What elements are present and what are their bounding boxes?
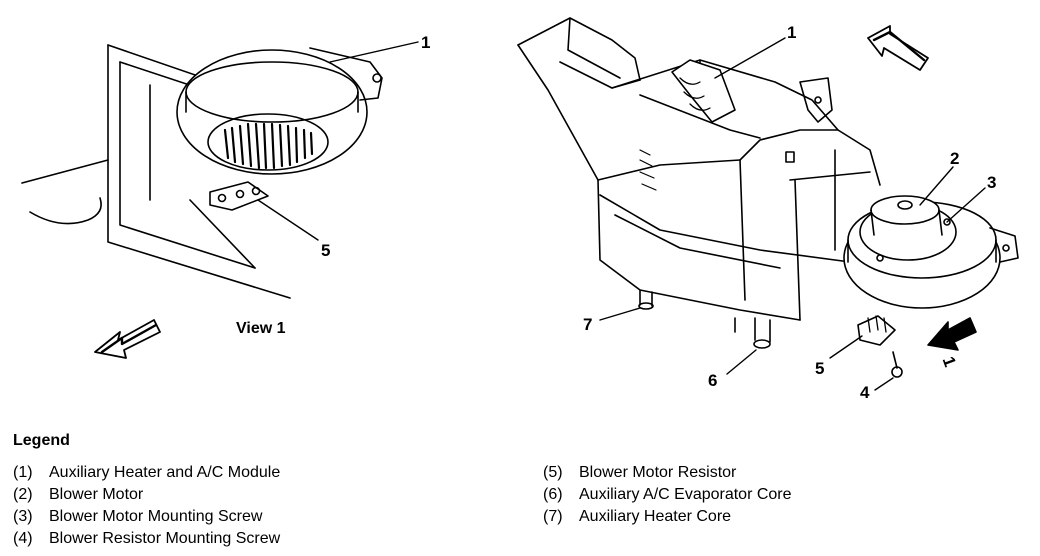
module-illustration (517, 17, 1019, 391)
direction-arrow-left (94, 319, 161, 359)
callout-right-3: 3 (987, 173, 996, 192)
legend-item: (1) Auxiliary Heater and A/C Module (13, 462, 280, 484)
legend-item-text: Auxiliary Heater and A/C Module (49, 464, 281, 481)
legend-item-number: (4) (13, 530, 33, 547)
legend-item-number: (2) (13, 486, 33, 503)
legend-item-text: Auxiliary A/C Evaporator Core (579, 486, 792, 503)
legend-item: (4) Blower Resistor Mounting Screw (13, 528, 280, 550)
legend-title: Legend (13, 432, 70, 449)
callout-left-1: 1 (421, 33, 430, 52)
callout-right-4: 4 (860, 383, 870, 402)
legend-item-text: Auxiliary Heater Core (579, 508, 732, 525)
legend-item: (3) Blower Motor Mounting Screw (13, 506, 280, 528)
blower-assembly-diagram: 1 5 View 1 1 2 3 4 5 6 7 1 (21, 17, 1019, 402)
legend-item: (7) Auxiliary Heater Core (543, 506, 792, 528)
callout-right-2: 2 (950, 149, 959, 168)
callout-right-6: 6 (708, 371, 717, 390)
legend-item: (2) Blower Motor (13, 484, 280, 506)
view1-illustration (21, 41, 419, 359)
callout-right-5: 5 (815, 359, 824, 378)
legend-item-number: (7) (543, 508, 563, 525)
legend: Legend (1) Auxiliary Heater and A/C Modul… (13, 432, 1033, 552)
view-label: View 1 (236, 320, 286, 337)
legend-item-number: (1) (13, 464, 33, 481)
legend-column-right: (5) Blower Motor Resistor (6) Auxiliary A/… (543, 462, 792, 528)
callout-right-7: 7 (583, 315, 592, 334)
legend-item-text: Blower Motor Mounting Screw (49, 508, 263, 525)
view-arrow (927, 317, 977, 351)
direction-arrow-top (867, 25, 929, 71)
legend-item: (5) Blower Motor Resistor (543, 462, 792, 484)
legend-item: (6) Auxiliary A/C Evaporator Core (543, 484, 792, 506)
callout-right-1: 1 (787, 23, 796, 42)
legend-item-number: (3) (13, 508, 33, 525)
legend-column-left: (1) Auxiliary Heater and A/C Module (2) Bl… (13, 462, 280, 550)
legend-item-text: Blower Motor (49, 486, 144, 503)
view-arrow-label: 1 (939, 354, 960, 369)
legend-item-number: (5) (543, 464, 563, 481)
legend-item-text: Blower Resistor Mounting Screw (49, 530, 281, 547)
legend-item-text: Blower Motor Resistor (579, 464, 737, 481)
callout-left-5: 5 (321, 241, 330, 260)
legend-item-number: (6) (543, 486, 563, 503)
